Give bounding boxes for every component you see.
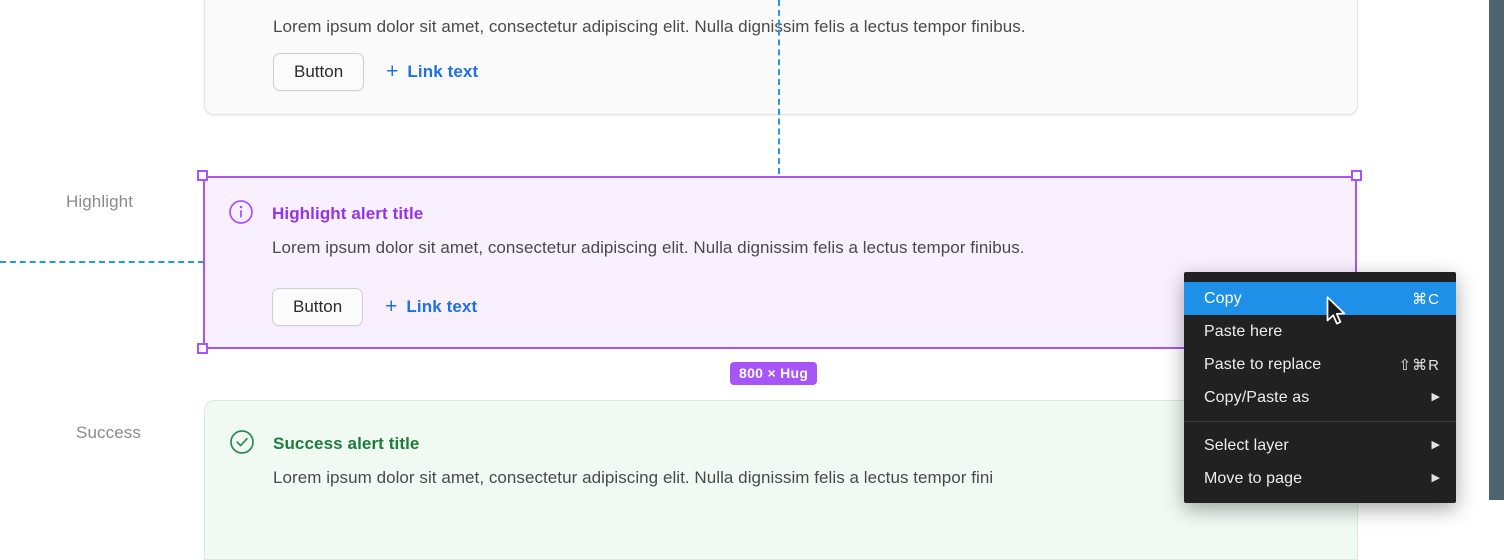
context-menu-item-label: Paste to replace [1204,355,1322,373]
chevron-right-icon: ▶ [1431,439,1440,451]
chevron-right-icon: ▶ [1431,472,1440,484]
context-menu-item[interactable]: Paste here [1184,315,1456,348]
alert-card-highlight[interactable]: Highlight alert title Lorem ipsum dolor … [204,177,1356,348]
alert-body-highlight: Highlight alert title Lorem ipsum dolor … [204,177,1356,348]
row-label-success: Success [76,423,141,442]
size-badge: 800 × Hug [730,362,818,385]
alert-body-neutral: Lorem ipsum dolor sit amet, consectetur … [205,0,1357,114]
alignment-guide-vertical [778,0,780,174]
context-menu-item[interactable]: Copy ⌘C [1184,282,1456,315]
context-menu-item-label: Select layer [1204,436,1289,454]
context-menu-item-label: Paste here [1204,322,1283,340]
alert-actions: Button + Link text [273,53,478,91]
row-label-highlight: Highlight [66,192,134,211]
alert-button[interactable]: Button [273,53,365,91]
alert-description: Lorem ipsum dolor sit amet, consectetur … [273,17,1026,36]
info-circle-icon [228,199,254,225]
alert-body-success: Success alert title Lorem ipsum dolor si… [205,401,1357,559]
plus-icon: + [386,59,399,83]
context-menu-item-label: Copy [1204,289,1242,307]
context-menu-item-shortcut: ⇧⌘R [1398,356,1440,374]
alert-description: Lorem ipsum dolor sit amet, consectetur … [272,238,1025,257]
context-menu-item[interactable]: Select layer ▶ [1184,429,1456,462]
selection-handle-top-left[interactable] [197,170,208,181]
plus-icon: + [385,294,398,318]
context-menu-item[interactable]: Paste to replace ⇧⌘R [1184,348,1456,381]
right-edge-strip [1489,0,1504,500]
context-menu-separator [1184,421,1456,422]
context-menu-item-shortcut: ⌘C [1412,290,1440,308]
alert-card-neutral[interactable]: Lorem ipsum dolor sit amet, consectetur … [204,0,1358,115]
alert-link-label: Link text [406,297,478,316]
alert-title: Highlight alert title [272,204,424,223]
context-menu-item[interactable]: Move to page ▶ [1184,462,1456,495]
alert-link-label: Link text [407,62,479,81]
context-menu-item-label: Copy/Paste as [1204,388,1310,406]
context-menu-item[interactable]: Copy/Paste as ▶ [1184,381,1456,414]
alert-button[interactable]: Button [272,288,364,326]
selection-handle-bottom-left[interactable] [197,343,208,354]
alignment-guide-horizontal [0,261,204,263]
alert-link[interactable]: + Link text [385,294,478,318]
chevron-right-icon: ▶ [1431,391,1440,403]
check-circle-icon [229,429,255,455]
alert-title: Success alert title [273,434,420,453]
context-menu-item-label: Move to page [1204,469,1303,487]
alert-actions: Button + Link text [272,288,477,326]
alert-link[interactable]: + Link text [386,59,479,83]
selection-handle-top-right[interactable] [1351,170,1362,181]
alert-description: Lorem ipsum dolor sit amet, consectetur … [273,468,994,487]
